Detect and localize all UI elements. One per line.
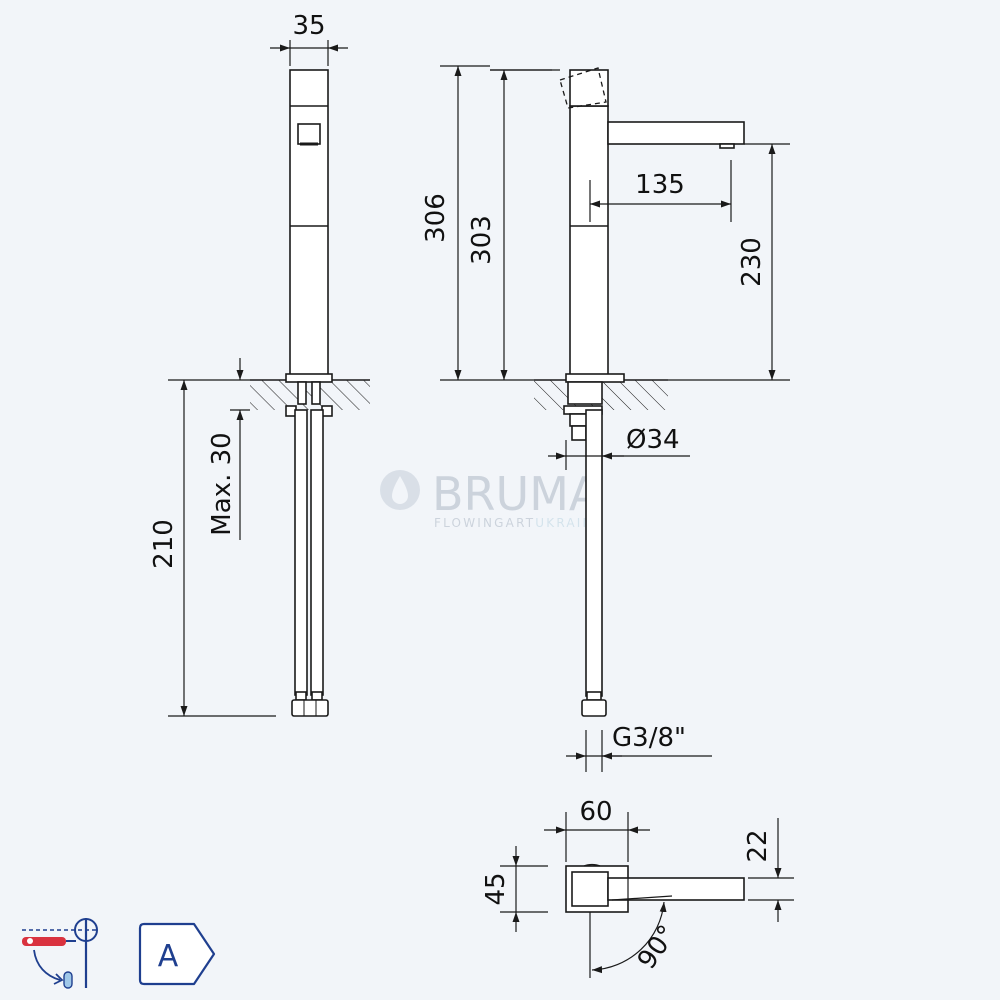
lever-handle <box>569 69 609 107</box>
dim-connection: G3/8" <box>612 723 686 753</box>
side-view: 306 303 135 230 Ø34 G3/8" <box>421 65 790 772</box>
dim-shank-diameter: Ø34 <box>626 425 680 455</box>
front-view: 35 Max. 30 210 <box>149 11 370 717</box>
spout <box>607 121 745 145</box>
mixer-body-side <box>569 105 609 379</box>
dim-width-top: 35 <box>292 11 325 41</box>
shank-hose <box>585 409 603 697</box>
brand-watermark: BRUMA FLOWINGARTUKRAINE <box>380 467 604 530</box>
energy-class-icon: A <box>138 922 216 986</box>
dim-plan-width: 60 <box>579 797 612 827</box>
dim-plan-depth: 45 <box>481 872 511 905</box>
deck-section <box>250 380 370 410</box>
energy-class-letter: A <box>158 939 179 974</box>
watermark-tagline: FLOWINGARTUKRAINE <box>434 516 604 530</box>
plan-view: 60 45 22 90° <box>481 797 794 978</box>
dim-height-body: 303 <box>467 215 497 265</box>
dim-rotation: 90° <box>632 920 683 975</box>
dim-height-total: 306 <box>421 193 451 243</box>
dim-spout-section: 22 <box>743 829 773 862</box>
dim-spout-reach: 135 <box>635 170 685 200</box>
tap-install-icon <box>22 918 98 989</box>
hose-right <box>310 409 324 696</box>
mixer-body-front <box>289 69 329 379</box>
hose-left <box>294 409 308 696</box>
water-drop-icon <box>380 470 420 510</box>
watermark-brand: BRUMA <box>432 467 601 521</box>
plan-spout <box>607 877 745 901</box>
dim-max-deck: Max. 30 <box>207 432 237 535</box>
dim-spout-height: 230 <box>737 237 767 287</box>
dim-below-deck: 210 <box>149 519 179 569</box>
